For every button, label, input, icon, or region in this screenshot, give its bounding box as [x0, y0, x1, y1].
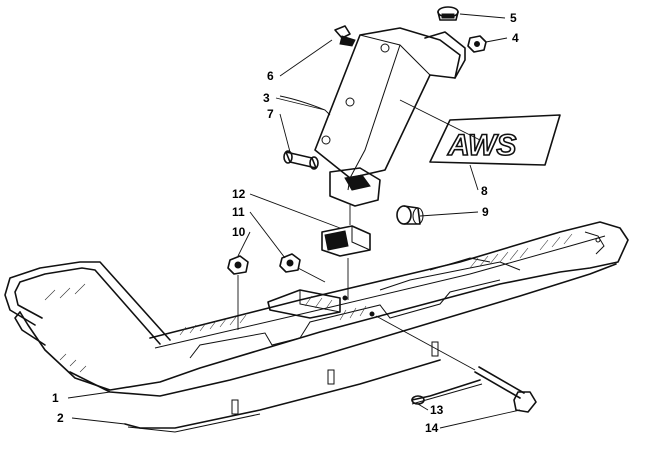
- callout-3: 3: [263, 91, 270, 105]
- fitting-6: [334, 25, 356, 47]
- bushing-7: [283, 150, 319, 170]
- ski-body: [14, 221, 629, 397]
- callout-11: 11: [232, 205, 245, 219]
- nut-11: [279, 253, 326, 283]
- callout-4: 4: [512, 31, 519, 45]
- callout-12: 12: [232, 187, 246, 201]
- decal-text: AWS: [447, 129, 516, 162]
- callout-7: 7: [267, 107, 274, 121]
- callout-1: 1: [52, 391, 59, 405]
- spacer-9: [396, 205, 424, 225]
- aws-decal: AWS: [429, 114, 561, 166]
- mount-block-12: [321, 205, 371, 300]
- wear-bar: [124, 341, 441, 433]
- callout-14: 14: [425, 421, 439, 435]
- leader-lines: [67, 13, 521, 429]
- callout-5: 5: [510, 11, 517, 25]
- wear-bar-stud: [327, 369, 335, 385]
- callout-10: 10: [232, 225, 246, 239]
- callout-8: 8: [481, 184, 488, 198]
- lock-nut-4: [467, 35, 487, 53]
- wear-bar-stud: [231, 399, 239, 415]
- shock-absorber: [314, 27, 466, 207]
- callout-6: 6: [267, 69, 274, 83]
- bolt-5: [437, 6, 459, 21]
- wear-bar-stud: [431, 341, 439, 357]
- ski-loop-handle: [4, 261, 171, 345]
- cotter-pin-13: [411, 379, 483, 405]
- callout-2: 2: [57, 411, 64, 425]
- callout-9: 9: [482, 205, 489, 219]
- nut-10: [227, 255, 249, 330]
- bolt-14: [342, 295, 537, 413]
- callout-13: 13: [430, 403, 444, 417]
- ski-saddle-bracket: [267, 289, 341, 319]
- callout-labels: 1 2 3 4 5 6 7 8 9 10 11 12 13 14: [52, 11, 519, 435]
